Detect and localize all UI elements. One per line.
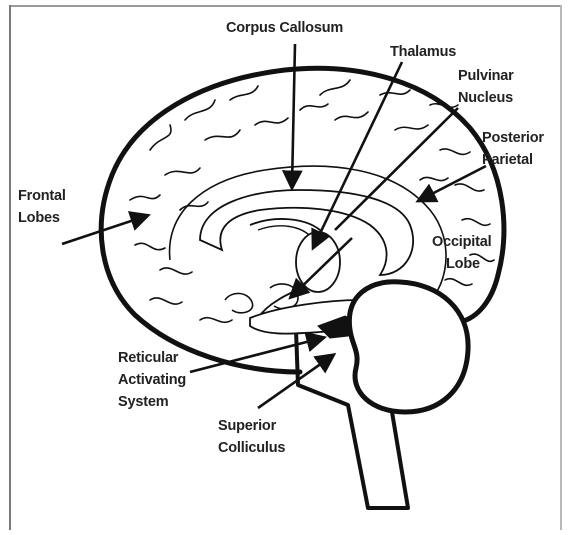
small-loop [225, 293, 253, 312]
label-pulvinar-line2: Nucleus [458, 90, 513, 106]
thalamus-shape [296, 232, 340, 292]
label-occipital-line2: Lobe [446, 256, 480, 272]
label-reticular-line1: Reticular [118, 350, 179, 366]
label-pulvinar-line1: Pulvinar [458, 68, 514, 84]
label-posterior-line1: Posterior [482, 130, 544, 146]
arrow-posterior-parietal [420, 166, 486, 200]
arrow-corpus-callosum [292, 44, 295, 186]
label-occipital-line1: Occipital [432, 234, 491, 250]
label-frontal-line2: Lobes [18, 210, 60, 226]
label-frontal-line1: Frontal [18, 188, 66, 204]
cerebellum-shape [349, 282, 468, 412]
label-reticular-line2: Activating [118, 372, 186, 388]
label-posterior-line2: Parietal [482, 152, 533, 168]
label-superior-line1: Superior [218, 418, 277, 434]
label-thalamus: Thalamus [390, 44, 456, 60]
label-superior-line2: Colliculus [218, 440, 285, 456]
label-reticular-line3: System [118, 394, 168, 410]
label-corpus-callosum: Corpus Callosum [226, 20, 343, 36]
